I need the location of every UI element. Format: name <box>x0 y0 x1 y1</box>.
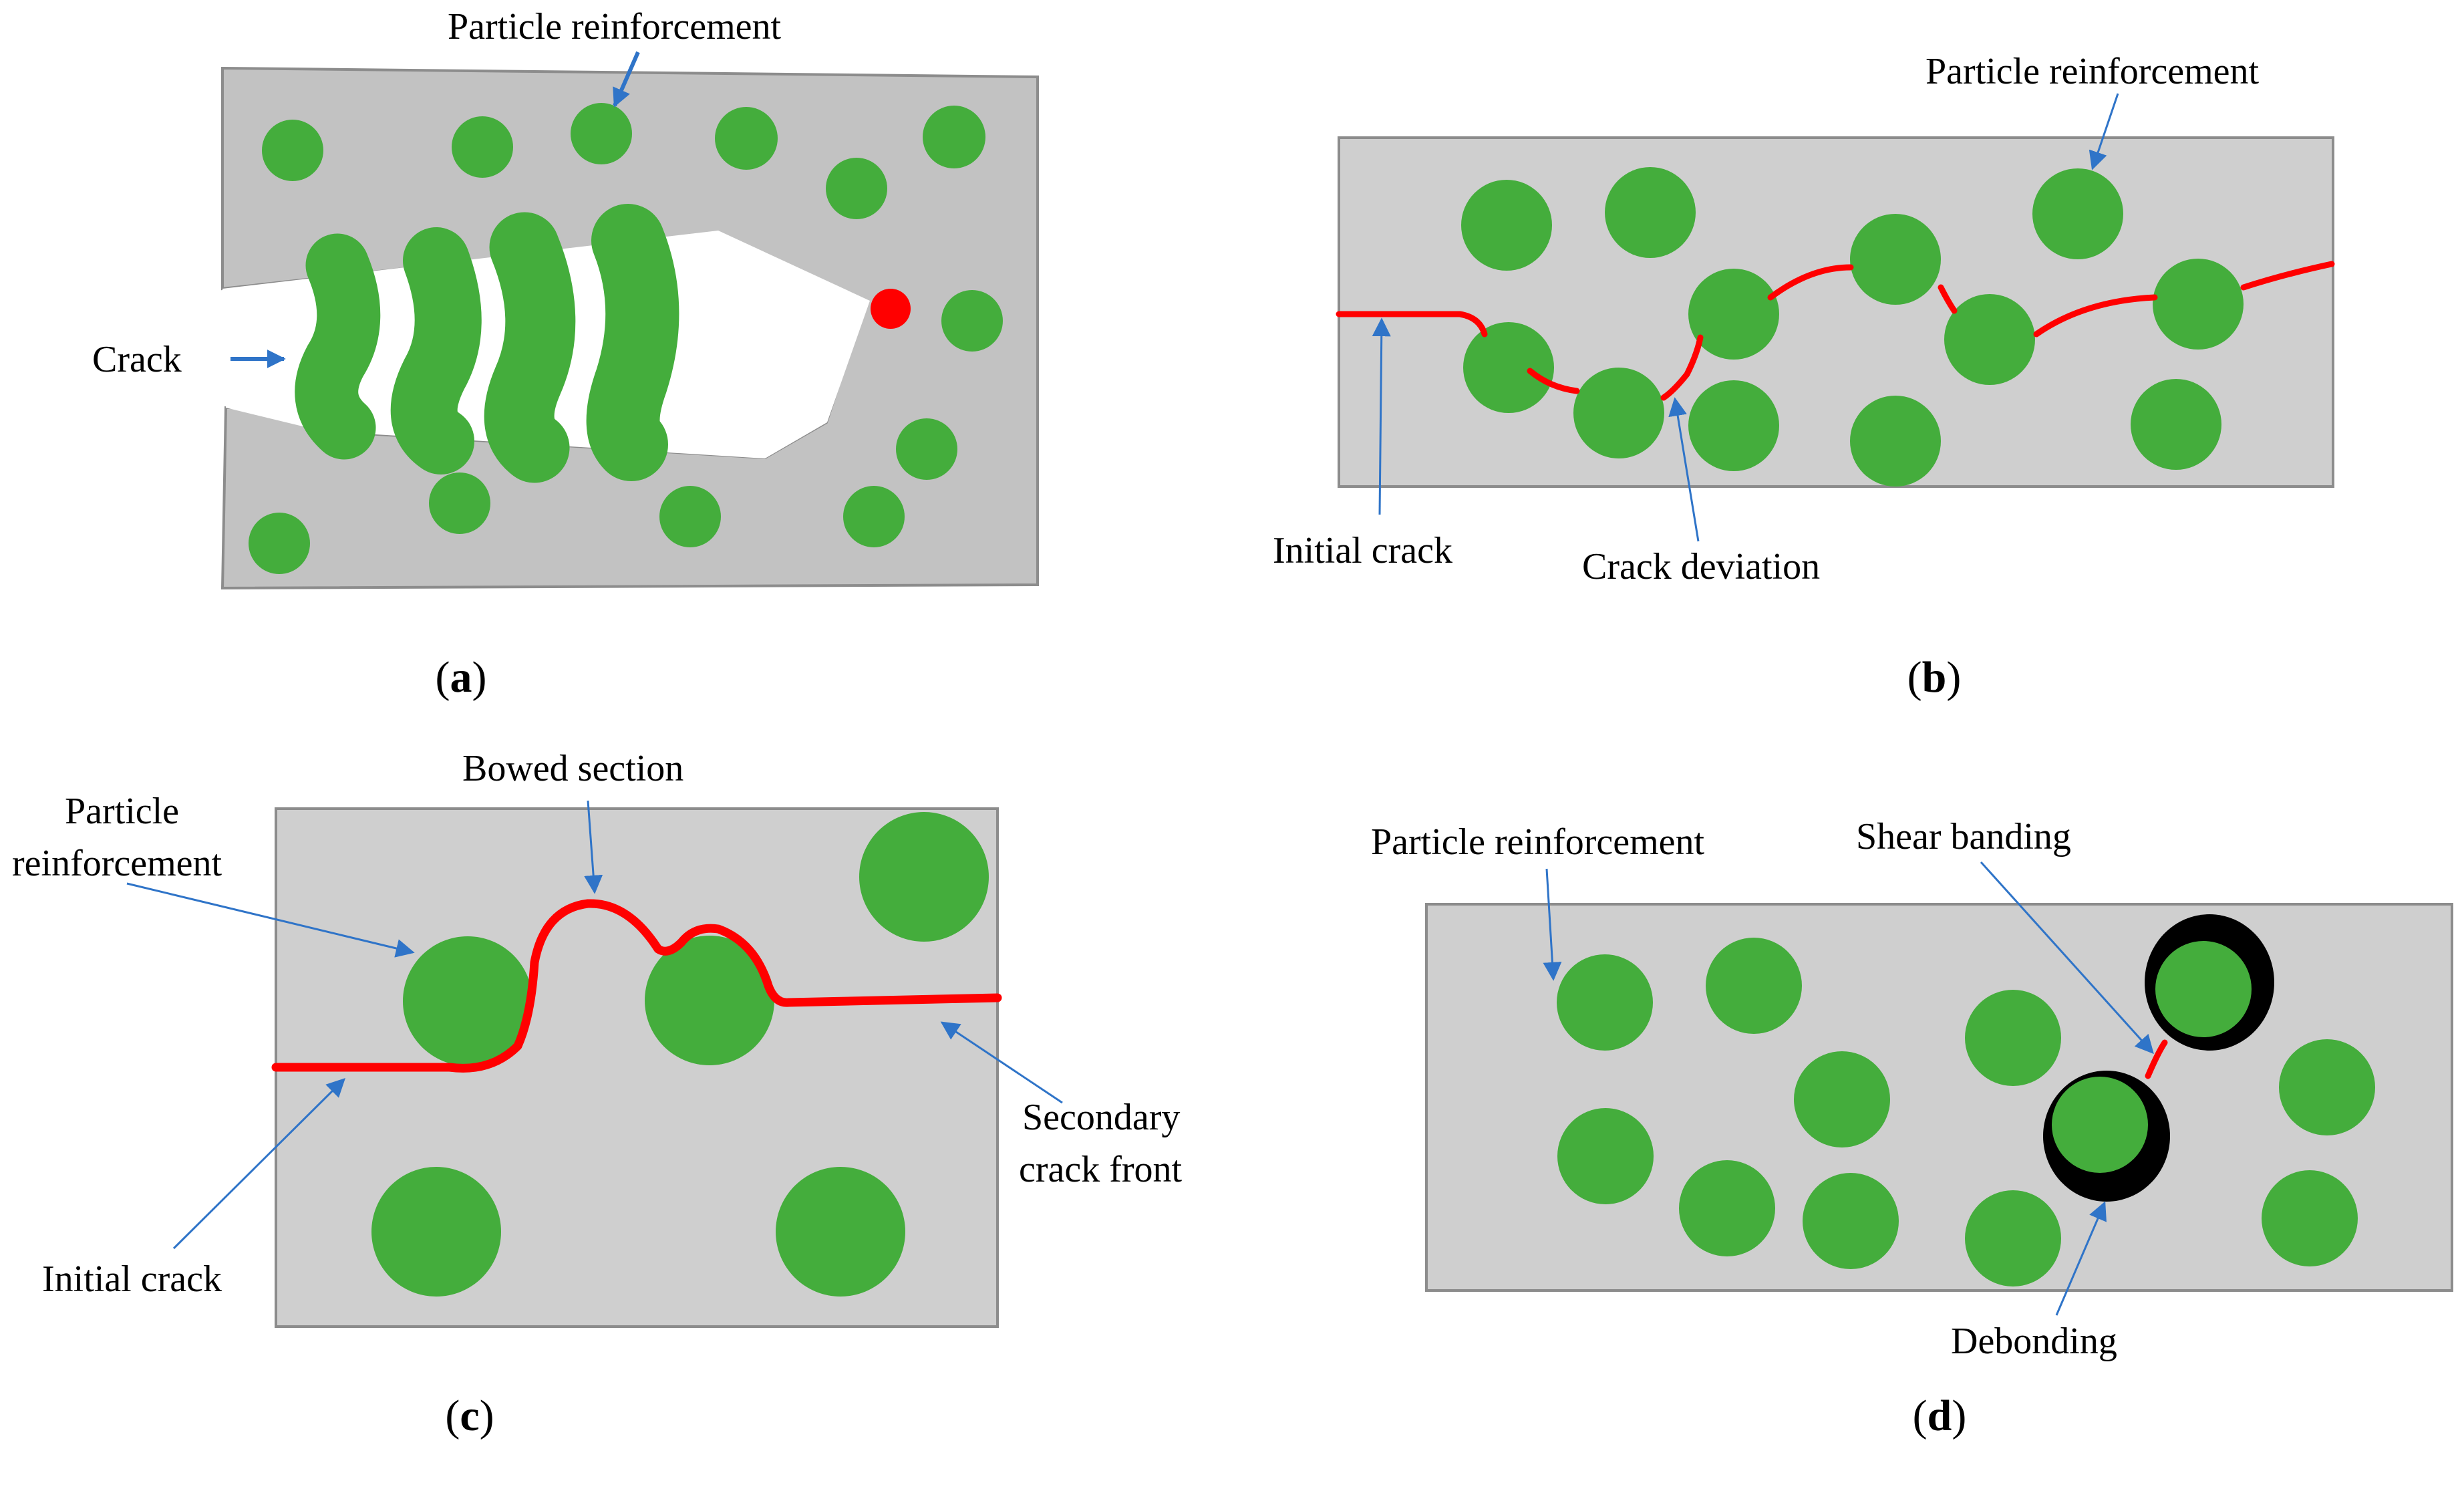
deviation-label: Crack deviation <box>1582 546 1820 587</box>
secondary-label-line2: crack front <box>1019 1149 1183 1190</box>
crack-path-b <box>1336 261 2335 401</box>
crack-tip <box>871 289 911 329</box>
particle-label-a: Particle reinforcement <box>448 6 782 47</box>
particle-label-b: Particle reinforcement <box>1926 51 2260 92</box>
particles-c <box>371 812 989 1297</box>
secondary-arrow <box>940 1021 1063 1104</box>
secondary-label-line1: Secondary <box>1022 1097 1180 1138</box>
bridging-ligaments <box>295 204 679 483</box>
crack-label: Crack <box>92 339 182 380</box>
particle-label-c-line2: reinforcement <box>12 843 222 884</box>
crack-path-c <box>271 899 1002 1073</box>
panel-c: Particle reinforcement Bowed section Ini… <box>12 748 1183 1440</box>
particle-label-d: Particle reinforcement <box>1371 821 1705 863</box>
particles-a <box>249 103 1003 574</box>
initial-crack-label-b: Initial crack <box>1273 530 1452 571</box>
caption-b: (b) <box>1907 653 1962 702</box>
particle-arrow-c <box>126 882 415 958</box>
bowed-arrow <box>584 800 603 894</box>
initial-crack-arrow-b <box>1372 317 1391 515</box>
particles-b <box>1461 167 2244 487</box>
caption-a: (a) <box>436 653 487 702</box>
bowed-label: Bowed section <box>462 748 683 789</box>
initial-crack-label-c: Initial crack <box>42 1258 222 1300</box>
caption-d: (d) <box>1913 1391 1967 1440</box>
initial-crack-arrow-c <box>172 1078 345 1250</box>
particles-d <box>1557 938 2375 1286</box>
panel-a: Particle reinforcement Crack (a) <box>92 6 1039 702</box>
particle-label-c-line1: Particle <box>65 791 179 832</box>
panel-d: Particle reinforcement Shear banding Deb… <box>1371 816 2453 1440</box>
particle-arrow-a <box>613 51 640 108</box>
particle-arrow-d <box>1543 868 1562 981</box>
shear-band-crack <box>2145 1039 2168 1079</box>
deviation-arrow <box>1668 397 1700 542</box>
particle-arrow-b <box>2089 93 2119 170</box>
shear-label: Shear banding <box>1856 816 2071 857</box>
debonding-arrow <box>2055 1201 2107 1316</box>
debonding-label: Debonding <box>1951 1321 2117 1362</box>
caption-c: (c) <box>445 1391 494 1440</box>
shear-arrow <box>1980 861 2154 1055</box>
panel-b: Particle reinforcement Initial crack Cra… <box>1273 51 2335 702</box>
